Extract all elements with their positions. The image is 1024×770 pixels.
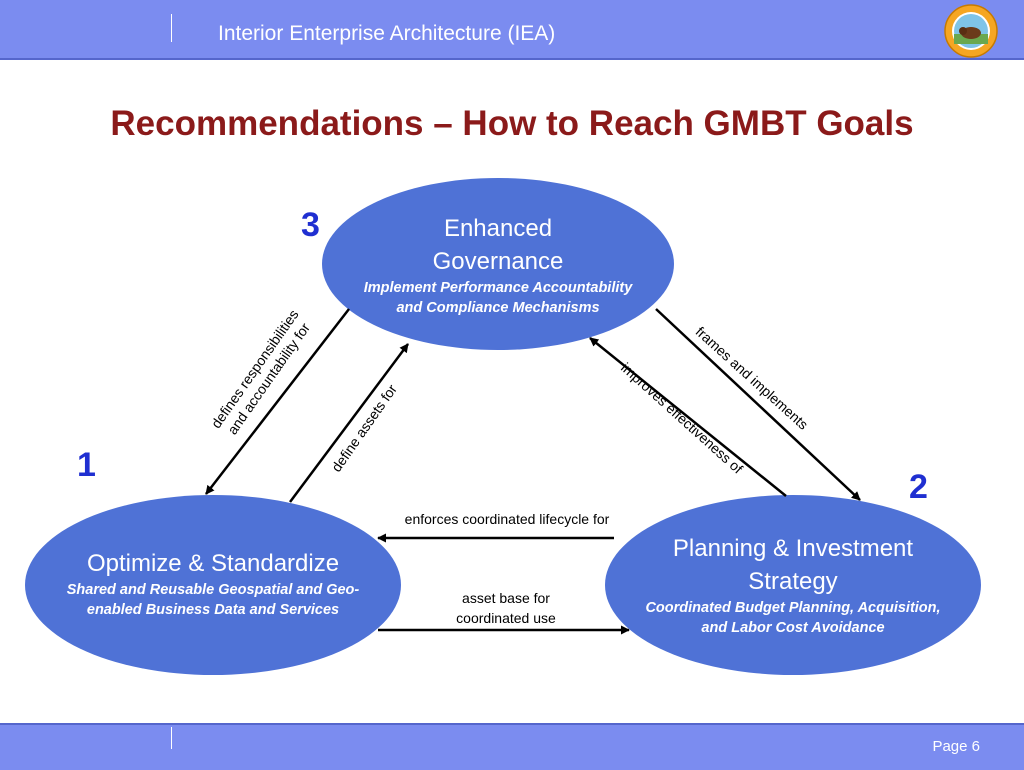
governance-ellipse bbox=[322, 178, 674, 350]
optimize-node: Optimize & Standardize Shared and Reusab… bbox=[25, 547, 401, 620]
label-opt-to-plan-line2: coordinated use bbox=[456, 610, 556, 626]
planning-name-line2: Strategy bbox=[748, 568, 838, 595]
governance-node: Enhanced Governance Implement Performanc… bbox=[322, 212, 674, 318]
footer-bar: Page 6 bbox=[0, 723, 1024, 770]
label-opt-to-plan: asset base for coordinated use bbox=[406, 588, 606, 628]
planning-number: 2 bbox=[909, 468, 928, 506]
planning-node: Planning & Investment Strategy Coordinat… bbox=[605, 532, 981, 638]
label-plan-to-opt: enforces coordinated lifecycle for bbox=[404, 511, 610, 527]
footer-divider bbox=[171, 727, 172, 749]
optimize-name-line1: Optimize & Standardize bbox=[86, 550, 340, 577]
planning-sub-line2: and Labor Cost Avoidance bbox=[701, 620, 885, 636]
governance-sub-line2: and Compliance Mechanisms bbox=[396, 300, 600, 316]
page-number: Page 6 bbox=[932, 738, 980, 755]
planning-sub-line1: Coordinated Budget Planning, Acquisition… bbox=[645, 600, 941, 616]
slide-title: Recommendations – How to Reach GMBT Goal… bbox=[110, 104, 914, 143]
arrow-gov-to-plan bbox=[655, 308, 861, 501]
label-opt-to-plan-line1: asset base for bbox=[462, 590, 550, 606]
planning-name-line1: Planning & Investment bbox=[672, 535, 914, 562]
arrow-plan-to-gov bbox=[589, 337, 787, 497]
header-bar: Interior Enterprise Architecture (IEA) bbox=[0, 0, 1024, 60]
governance-name-line2: Governance bbox=[432, 248, 564, 275]
header-divider bbox=[171, 14, 172, 42]
governance-name-line1: Enhanced bbox=[443, 215, 553, 242]
optimize-ellipse bbox=[25, 495, 401, 675]
governance-number: 3 bbox=[301, 206, 320, 244]
planning-ellipse bbox=[605, 495, 981, 675]
department-seal-icon bbox=[944, 4, 998, 58]
optimize-sub-line1: Shared and Reusable Geospatial and Geo- bbox=[66, 582, 360, 598]
arrow-gov-to-opt bbox=[205, 308, 350, 495]
arrow-opt-to-gov bbox=[288, 343, 410, 503]
optimize-sub-line2: enabled Business Data and Services bbox=[86, 602, 340, 618]
header-title: Interior Enterprise Architecture (IEA) bbox=[218, 22, 556, 45]
optimize-number: 1 bbox=[77, 446, 96, 484]
governance-sub-line1: Implement Performance Accountability bbox=[363, 280, 633, 296]
